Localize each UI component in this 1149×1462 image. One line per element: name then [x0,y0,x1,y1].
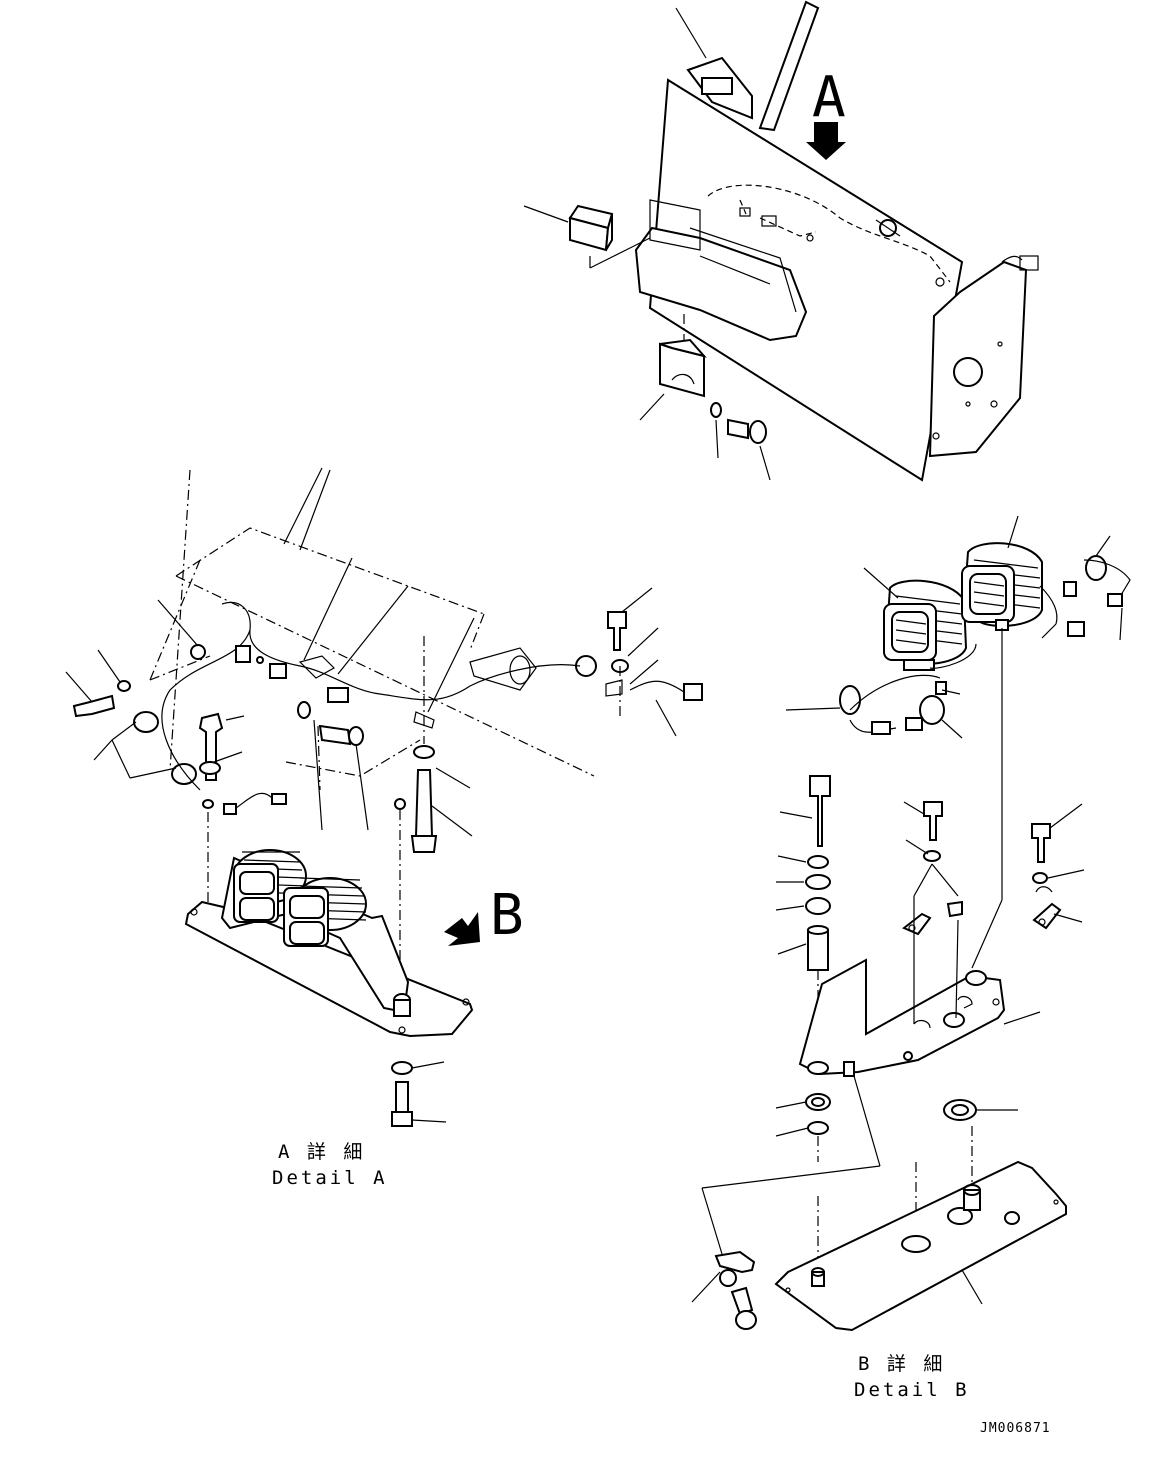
work-lamp-1 [883,579,968,671]
bolt-top [727,418,767,444]
work-lamp-2 [961,542,1043,631]
bolt-a-1 [72,680,131,718]
caption-detail-a-jp: A 詳 細 [278,1141,365,1163]
bolt-b-long [809,775,831,847]
bolt-a-4 [318,724,364,746]
view-label-a: A [812,65,846,130]
relay-box [568,204,614,252]
detail-b-assembly [691,515,1131,1332]
caption-detail-a-en: Detail A [272,1167,388,1189]
lamp-assembly-a [184,849,474,1038]
caption-detail-b-en: Detail B [854,1379,970,1401]
bolt-b-3 [1031,823,1051,863]
detail-a-assembly: B [65,467,703,1127]
bolt-b-2 [923,801,943,841]
drawing-code: JM006871 [980,1421,1051,1436]
bolt-a-3 [607,611,629,673]
cover-box [659,338,707,398]
bolt-a-2 [198,712,224,781]
top-panel-assembly: A [523,0,1039,482]
base-plate-b [774,1160,1067,1332]
bolt-b-4 [730,1286,757,1330]
bolt-a-6 [391,1081,413,1127]
view-label-b: B [490,883,524,948]
mount-bracket-b [798,958,1006,1077]
bolt-a-5 [410,769,438,853]
caption-detail-b-jp: B 詳 細 [858,1353,945,1375]
